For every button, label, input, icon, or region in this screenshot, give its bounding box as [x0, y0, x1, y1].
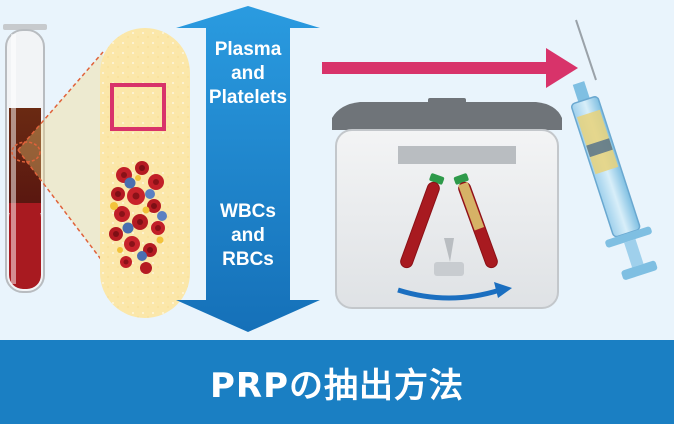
title-banner: PRPの抽出方法 — [0, 340, 674, 424]
process-arrow-icon — [322, 48, 578, 88]
blood-tube-icon — [3, 24, 47, 293]
syringe-icon — [571, 19, 658, 280]
diagram-canvas — [3, 6, 658, 332]
page-title: PRPの抽出方法 — [209, 365, 465, 406]
magnifier-callout-icon — [11, 28, 190, 318]
lower-layer-label: WBCs and RBCs — [220, 201, 276, 270]
centrifuge-icon — [332, 98, 562, 309]
upper-layer-label: Plasma and Platelets — [208, 39, 288, 108]
double-arrow-icon — [176, 6, 320, 332]
